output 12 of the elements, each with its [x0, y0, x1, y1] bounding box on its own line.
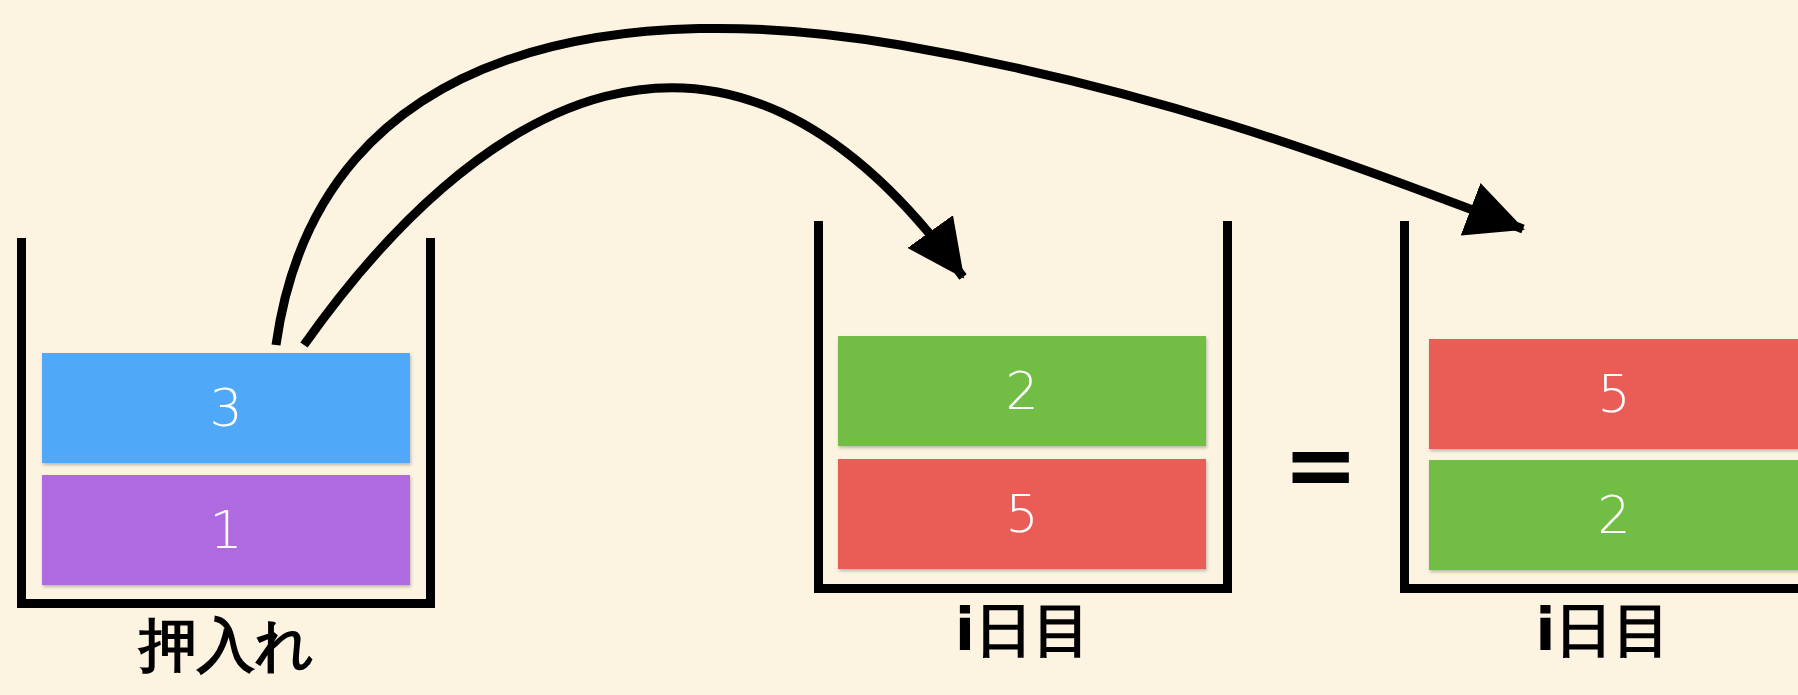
equals-sign: =	[1283, 420, 1359, 510]
container-label: i日目	[954, 595, 1092, 666]
number-block: 2	[838, 336, 1206, 446]
container-label: i日目	[1534, 595, 1673, 666]
number-block: 3	[42, 353, 410, 463]
arrow	[271, 24, 1525, 346]
number-block: 5	[838, 459, 1206, 569]
arrow	[300, 83, 967, 348]
number-block: 1	[42, 475, 410, 585]
number-block: 2	[1429, 460, 1798, 570]
container-label: 押入れ	[136, 610, 315, 681]
number-block: 5	[1429, 339, 1798, 449]
